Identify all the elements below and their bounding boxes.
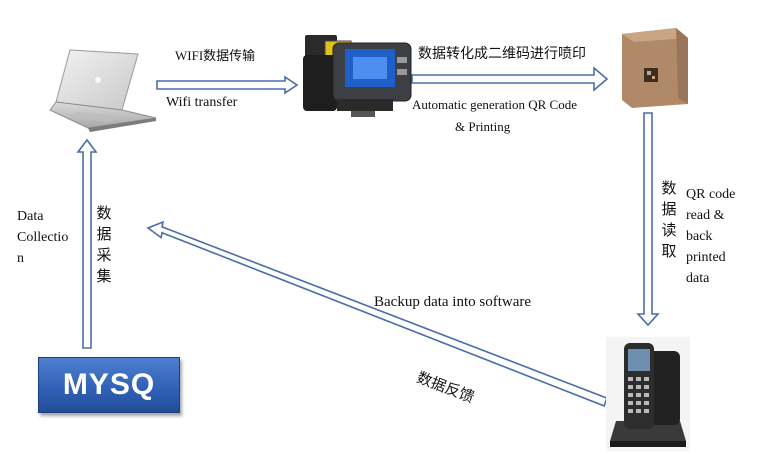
scanner-icon [606, 337, 690, 451]
arrow-mysql-to-laptop [76, 138, 98, 349]
backup-en-label: Backup data into software [374, 294, 532, 310]
data-collection-en-label-line1: Data [17, 209, 44, 224]
wifi-transfer-en-label: Wifi transfer [166, 95, 238, 110]
data-read-cn-label: 数据读取 [661, 181, 677, 260]
box-icon [618, 20, 690, 110]
qr-read-en-label-line4: printed [686, 250, 726, 265]
data-collection-en-label-line2: Collectio [17, 230, 69, 245]
wifi-transfer-cn-label: WIFI数据传输 [175, 48, 256, 63]
arrow-box-to-scanner [636, 112, 660, 327]
arrow-printer-to-box [411, 66, 609, 92]
mysql-label: MYSQ [62, 368, 156, 401]
arrow-laptop-to-printer [156, 75, 299, 95]
qr-read-en-label-line1: QR code [686, 187, 736, 202]
qr-read-en-label-line5: data [686, 271, 710, 286]
arrow-scanner-to-laptop [146, 220, 608, 407]
qr-printing-en-label-line1: Automatic generation QR Code [412, 97, 577, 112]
mysql-database-node: MYSQ [38, 357, 180, 413]
qr-printing-cn-label: 数据转化成二维码进行喷印 [418, 47, 586, 62]
printer-icon [303, 35, 412, 117]
laptop-icon [49, 49, 157, 132]
qr-printing-en-label-line2: & Printing [455, 119, 511, 134]
qr-read-en-label-line3: back [686, 229, 713, 244]
data-collection-cn-label: 数据采集 [96, 206, 112, 285]
data-collection-en-label-line3: n [17, 251, 24, 266]
qr-read-en-label-line2: read & [686, 208, 725, 223]
